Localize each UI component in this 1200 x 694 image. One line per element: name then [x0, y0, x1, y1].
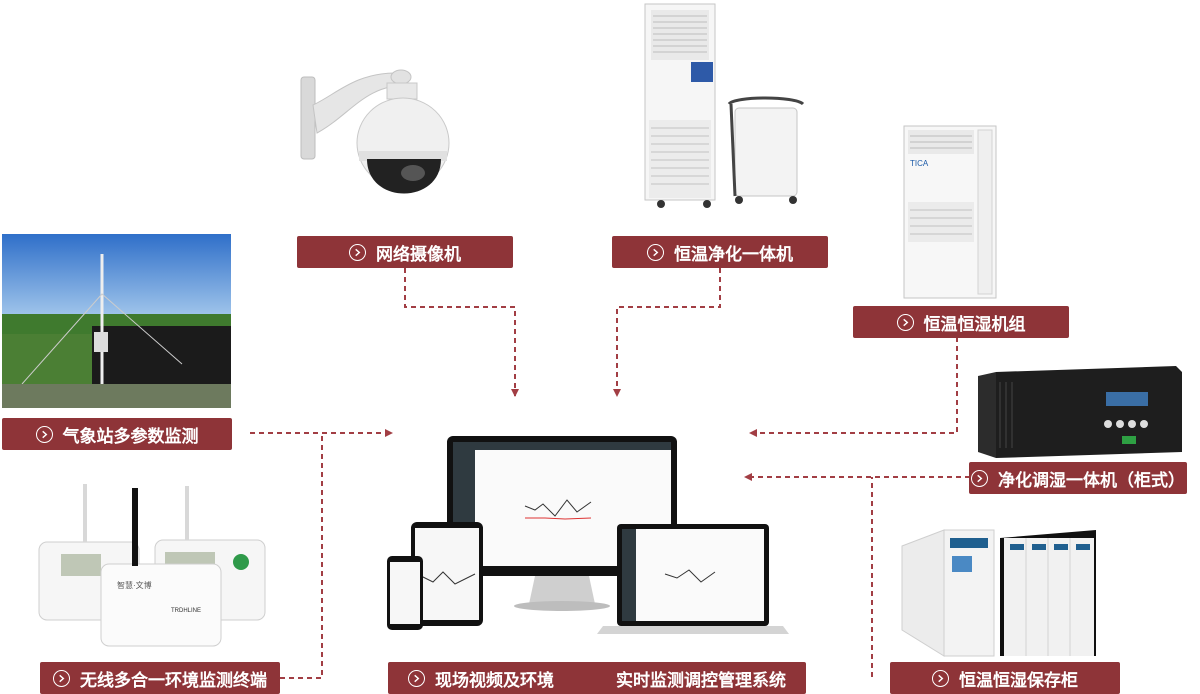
- connector-camera: [404, 268, 519, 397]
- management-system-devices: [387, 436, 789, 634]
- label-purifier: 恒温净化一体机: [612, 236, 828, 268]
- circle-chevron-right-icon: [53, 669, 70, 687]
- circle-chevron-right-icon: [349, 243, 366, 261]
- hvac-brand-text: TICA: [910, 159, 929, 168]
- label-storage-cabinet-text: 恒温恒湿保存柜: [959, 670, 1078, 691]
- wireless-terminal-image: 智慧·文博 TRDHLINE: [38, 484, 266, 647]
- circle-chevron-right-icon: [647, 243, 664, 261]
- label-management-system: 现场视频及环境 实时监测调控管理系统: [388, 662, 806, 694]
- hvac-unit-image: TICA: [903, 125, 997, 299]
- connector-purifier: [613, 268, 721, 397]
- circle-chevron-right-icon: [932, 669, 949, 687]
- label-system-part1: 现场视频及环境: [435, 670, 554, 691]
- purifier-image: [644, 3, 805, 208]
- label-camera: 网络摄像机: [297, 236, 513, 268]
- connector-hvac: [749, 337, 958, 437]
- label-hvac-unit: 恒温恒湿机组: [853, 306, 1069, 338]
- circle-chevron-right-icon: [971, 469, 988, 487]
- label-system-part2: 实时监测调控管理系统: [616, 670, 786, 691]
- label-weather-station-text: 气象站多参数监测: [62, 426, 199, 447]
- circle-chevron-right-icon: [896, 313, 914, 331]
- label-weather-station: 气象站多参数监测: [2, 418, 232, 450]
- label-cabinet-unit: 净化调湿一体机（柜式）: [969, 462, 1187, 494]
- cabinet-unit-image: [978, 366, 1182, 458]
- connector-terminal: [280, 433, 323, 679]
- terminal-brand-text: 智慧·文博: [117, 580, 152, 590]
- label-storage-cabinet: 恒温恒湿保存柜: [890, 662, 1120, 694]
- weather-station-photo: [2, 234, 231, 408]
- storage-cabinet-image: [901, 529, 1096, 657]
- label-cabinet-unit-text: 净化调湿一体机（柜式）: [998, 470, 1185, 491]
- label-wireless-terminal: 无线多合一环境监测终端: [40, 662, 280, 694]
- circle-chevron-right-icon: [408, 669, 425, 687]
- label-camera-text: 网络摄像机: [376, 244, 461, 265]
- label-hvac-unit-text: 恒温恒湿机组: [923, 314, 1026, 335]
- label-wireless-terminal-text: 无线多合一环境监测终端: [80, 670, 267, 691]
- label-purifier-text: 恒温净化一体机: [674, 244, 793, 265]
- circle-chevron-right-icon: [35, 425, 53, 443]
- terminal-model-text: TRDHLINE: [171, 608, 201, 614]
- network-camera-image: [300, 69, 450, 194]
